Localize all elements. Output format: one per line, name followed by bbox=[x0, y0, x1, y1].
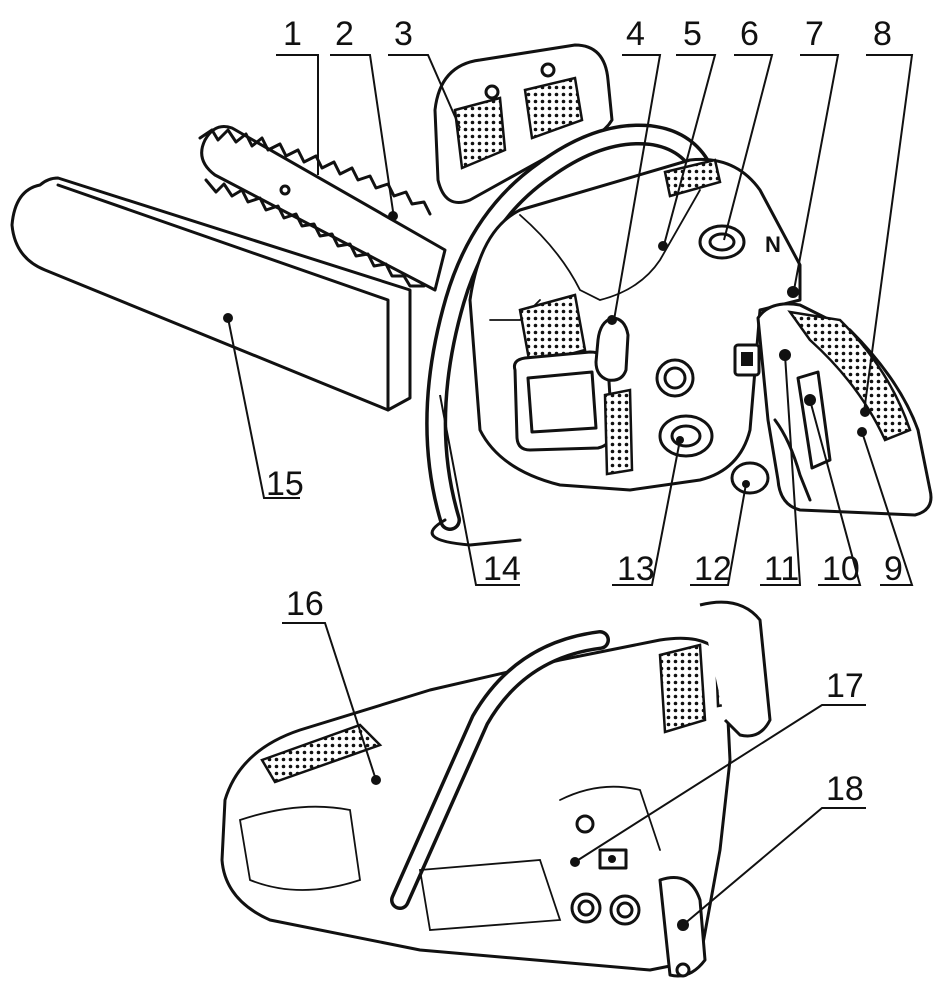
callout-6: 6 bbox=[740, 15, 759, 53]
callout-8-leader bbox=[863, 54, 914, 413]
callout-8: 8 bbox=[873, 15, 892, 53]
callout-17: 17 bbox=[826, 667, 864, 705]
callout-10-leader bbox=[809, 399, 862, 586]
callout-14: 14 bbox=[483, 550, 521, 588]
saw-chain-and-guide-bar bbox=[198, 125, 447, 292]
callout-2-leader bbox=[330, 54, 395, 219]
front-handle-loop bbox=[425, 123, 716, 547]
engine-housing: N bbox=[468, 157, 802, 495]
callout-18-leader bbox=[682, 807, 866, 926]
scabbard-cover bbox=[10, 176, 412, 412]
callout-12-leader bbox=[690, 483, 747, 586]
callout-3: 3 bbox=[394, 15, 413, 53]
callout-12: 12 bbox=[694, 550, 732, 588]
callout-15: 15 bbox=[266, 465, 304, 503]
callout-labels: 1 2 3 4 5 6 7 8 15 14 13 12 11 10 9 16 bbox=[227, 15, 914, 926]
callout-11: 11 bbox=[764, 550, 799, 588]
callout-16-leader bbox=[282, 622, 377, 781]
callout-13-leader bbox=[612, 439, 681, 586]
callout-3-leader bbox=[388, 54, 461, 129]
callout-4: 4 bbox=[626, 15, 645, 53]
callout-13: 13 bbox=[617, 550, 655, 588]
callout-9-leader bbox=[861, 431, 914, 586]
upper-chainsaw-illustration: N bbox=[10, 43, 933, 547]
callout-17-leader bbox=[574, 704, 866, 863]
callout-11-leader bbox=[760, 354, 802, 586]
svg-text:N: N bbox=[765, 232, 781, 257]
rear-cover-and-trigger bbox=[756, 302, 933, 517]
callout-15-leader bbox=[227, 317, 300, 499]
callout-10: 10 bbox=[822, 550, 860, 588]
callout-14-leader bbox=[439, 394, 520, 586]
callout-16: 16 bbox=[286, 585, 324, 623]
callout-2: 2 bbox=[335, 15, 354, 53]
callout-1: 1 bbox=[283, 15, 302, 53]
callout-5: 5 bbox=[683, 15, 702, 53]
callout-7-leader bbox=[793, 54, 840, 291]
callout-18: 18 bbox=[826, 770, 864, 808]
callout-9: 9 bbox=[884, 550, 903, 588]
callout-1-leader bbox=[276, 54, 319, 175]
callout-6-leader bbox=[723, 54, 774, 241]
callout-4-leader bbox=[613, 54, 662, 321]
lower-chainsaw-illustration bbox=[220, 600, 772, 978]
rear-handle-with-grills bbox=[433, 43, 614, 204]
callout-5-leader bbox=[663, 54, 717, 246]
callout-7: 7 bbox=[805, 15, 824, 53]
